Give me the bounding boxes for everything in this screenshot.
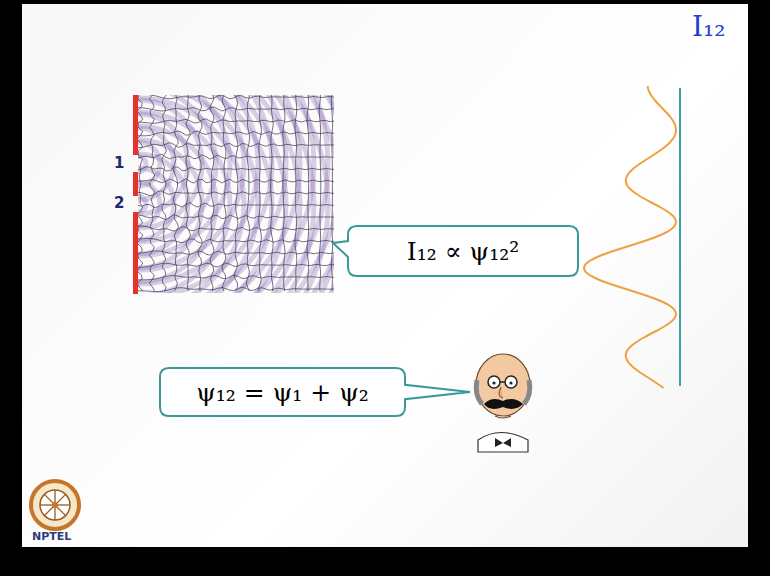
slit-number: 2 — [114, 194, 124, 212]
wavefront — [138, 95, 334, 293]
grid-line — [138, 191, 334, 196]
grid-line — [138, 215, 334, 220]
callout-box: ψ₁₂ = ψ₁ + ψ₂ — [160, 368, 405, 416]
callout-outline — [160, 368, 470, 416]
wavefront — [138, 95, 258, 293]
barrier — [133, 172, 138, 196]
grid-line — [138, 226, 334, 231]
grid-line — [283, 95, 285, 291]
logo-text: NPTEL — [32, 530, 71, 543]
wavefront — [138, 95, 334, 293]
wavefront — [138, 95, 334, 293]
grid-line — [138, 107, 334, 111]
wavefront — [138, 182, 160, 226]
wave-grid — [138, 95, 334, 292]
grid-line — [138, 263, 334, 267]
grid-line — [138, 251, 334, 255]
grid-line — [198, 95, 203, 291]
grid-line — [138, 95, 334, 99]
wavefront — [138, 95, 334, 293]
nptel-logo — [31, 481, 79, 529]
formula-text: ψ₁₂ = ψ₁ + ψ₂ — [196, 378, 369, 407]
grid-line — [138, 143, 334, 148]
grid-line — [138, 131, 334, 136]
wavefront — [138, 95, 334, 293]
wavefront — [138, 95, 334, 293]
grid-line — [138, 275, 334, 280]
callout-outline — [333, 226, 578, 276]
wavefront — [138, 95, 334, 293]
wavefront — [138, 95, 334, 293]
professor-cartoon — [476, 354, 530, 452]
wavefront — [138, 95, 334, 293]
wavefront — [138, 196, 146, 212]
wavefront — [138, 95, 334, 293]
wave-pattern — [138, 95, 334, 293]
barrier — [133, 212, 138, 294]
slit-number: 1 — [114, 154, 124, 172]
grid-line — [138, 238, 334, 243]
wavefront — [138, 95, 334, 293]
grid-line — [149, 95, 155, 291]
screen-line — [679, 88, 681, 386]
grid-line — [234, 95, 238, 291]
grid-line — [138, 119, 334, 124]
grid-line — [138, 179, 334, 183]
callout-box: I₁₂ ∝ ψ₁₂² — [348, 226, 578, 276]
grid-line — [138, 287, 334, 291]
grid-line — [271, 95, 274, 291]
wavefront — [138, 95, 334, 293]
formula-text: I₁₂ ∝ ψ₁₂² — [407, 237, 519, 266]
grid-line — [138, 154, 334, 159]
wavefront — [138, 95, 334, 293]
intensity-label: I₁₂ — [692, 10, 726, 43]
grid-line — [138, 203, 334, 208]
wavefront — [138, 95, 334, 293]
intensity-curve — [584, 86, 676, 388]
grid-line — [138, 167, 334, 171]
wavefront — [138, 95, 334, 293]
wavefront — [138, 95, 334, 293]
wavefront — [138, 95, 334, 293]
barrier — [133, 95, 138, 155]
grid-line — [319, 95, 321, 291]
